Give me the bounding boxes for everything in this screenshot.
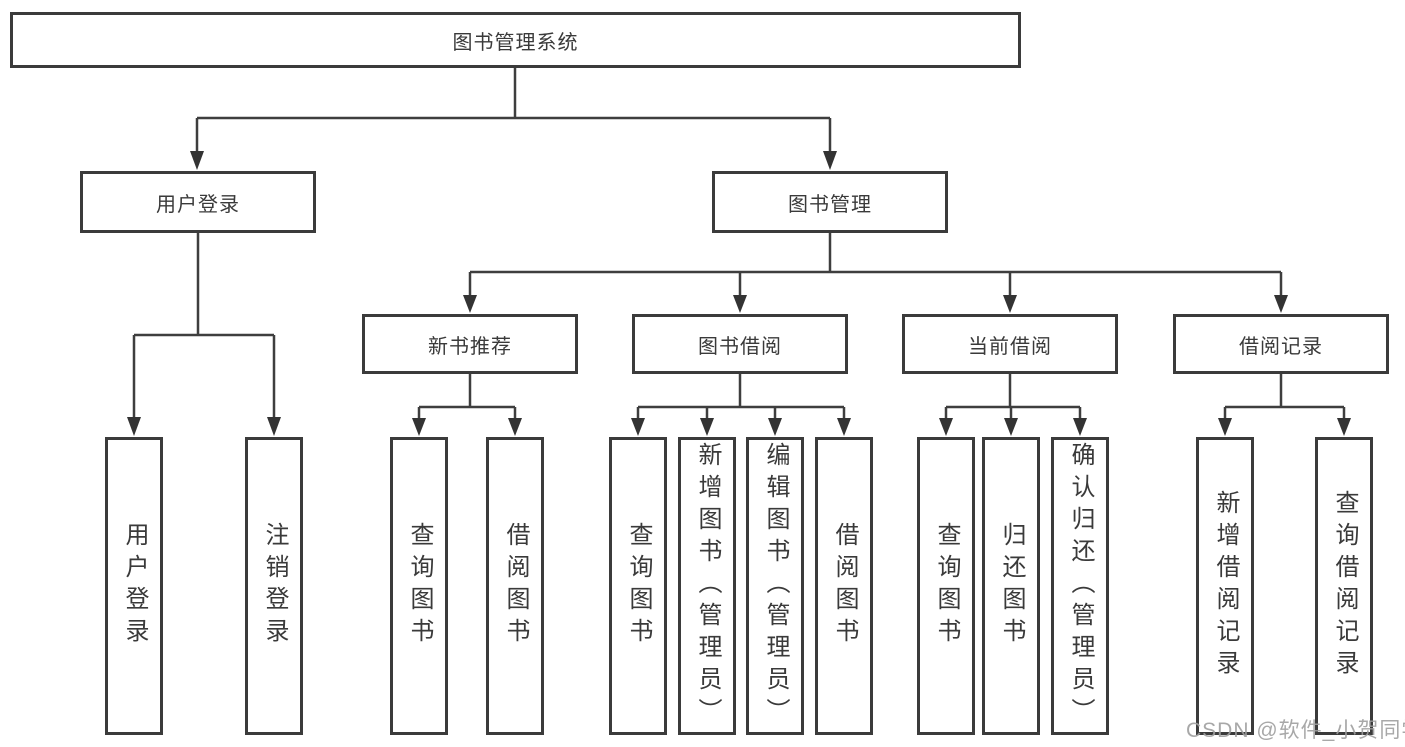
node-root-system: 图书管理系统 (10, 12, 1021, 68)
arrow-down-icon (631, 418, 645, 436)
node-label: 图书管理系统 (452, 31, 579, 54)
arrow-down-icon (508, 418, 522, 436)
node-label: 用户登录 (121, 522, 148, 650)
leaf-user-login: 用户登录 (105, 437, 163, 735)
leaf-recommend-query-books: 查询图书 (390, 437, 448, 735)
node-label: 编辑图书（管理员） (762, 442, 789, 730)
arrow-down-icon (463, 295, 477, 313)
node-label: 借阅记录 (1239, 335, 1323, 358)
arrow-down-icon (190, 151, 204, 170)
arrow-down-icon (127, 417, 141, 436)
leaf-recommend-borrow-books: 借阅图书 (486, 437, 544, 735)
watermark: CSDN @软件_小贺同学 (1186, 719, 1405, 742)
arrow-down-icon (1004, 418, 1018, 436)
node-label: 查询图书 (933, 522, 960, 650)
leaf-logout: 注销登录 (245, 437, 303, 735)
node-label: 查询图书 (625, 522, 652, 650)
arrow-down-icon (1337, 418, 1351, 436)
leaf-borrowing-query-books: 查询图书 (609, 437, 667, 735)
node-book-borrowing: 图书借阅 (632, 314, 848, 374)
node-borrow-records: 借阅记录 (1173, 314, 1389, 374)
node-label: 用户登录 (156, 193, 240, 216)
leaf-borrowing-edit-books-admin: 编辑图书（管理员） (746, 437, 804, 735)
leaf-current-return-books: 归还图书 (982, 437, 1040, 735)
arrow-down-icon (412, 418, 426, 436)
node-new-book-recommend: 新书推荐 (362, 314, 578, 374)
arrow-down-icon (733, 295, 747, 313)
node-label: 查询借阅记录 (1331, 490, 1358, 682)
node-label: 新增借阅记录 (1212, 490, 1239, 682)
arrow-down-icon (1073, 418, 1087, 436)
node-label: 图书借阅 (698, 335, 782, 358)
arrow-down-icon (939, 418, 953, 436)
node-book-management: 图书管理 (712, 171, 948, 233)
leaf-borrowing-add-books-admin: 新增图书（管理员） (678, 437, 736, 735)
node-label: 图书管理 (788, 193, 872, 216)
arrow-down-icon (1274, 295, 1288, 313)
node-current-borrowing: 当前借阅 (902, 314, 1118, 374)
node-label: 新增图书（管理员） (694, 442, 721, 730)
arrow-down-icon (700, 418, 714, 436)
node-label: 注销登录 (261, 522, 288, 650)
leaf-current-query-books: 查询图书 (917, 437, 975, 735)
arrow-down-icon (1003, 295, 1017, 313)
arrow-down-icon (267, 417, 281, 436)
node-label: 查询图书 (406, 522, 433, 650)
arrow-down-icon (1218, 418, 1232, 436)
node-label: 确认归还（管理员） (1067, 442, 1094, 730)
node-user-login: 用户登录 (80, 171, 316, 233)
leaf-record-query: 查询借阅记录 (1315, 437, 1373, 735)
arrow-down-icon (823, 151, 837, 170)
node-label: 借阅图书 (502, 522, 529, 650)
leaf-borrowing-borrow-books: 借阅图书 (815, 437, 873, 735)
node-label: 新书推荐 (428, 335, 512, 358)
node-label: 借阅图书 (831, 522, 858, 650)
node-label: 当前借阅 (968, 335, 1052, 358)
leaf-record-add: 新增借阅记录 (1196, 437, 1254, 735)
arrow-down-icon (837, 418, 851, 436)
node-label: 归还图书 (998, 522, 1025, 650)
leaf-current-confirm-return-admin: 确认归还（管理员） (1051, 437, 1109, 735)
arrow-down-icon (768, 418, 782, 436)
